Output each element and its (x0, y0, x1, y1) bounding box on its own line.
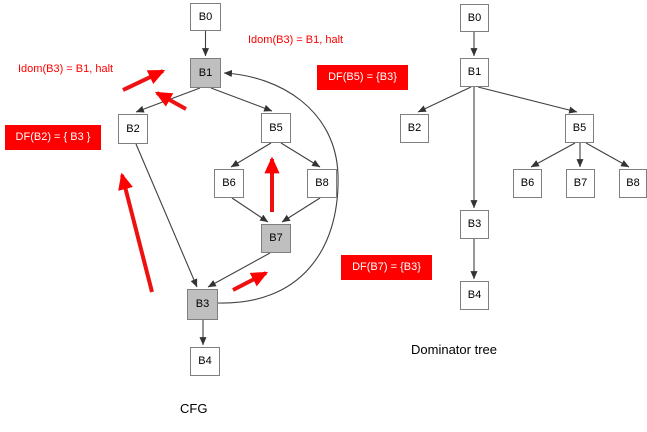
cfg-edge-b1-b5 (210, 87, 273, 112)
cfg-node-b0-label: B0 (198, 10, 213, 23)
domtree-node-b2-label: B2 (407, 122, 422, 134)
cfg-node-b1-label: B1 (198, 66, 213, 79)
cfg-edge-b5-b8 (280, 142, 321, 168)
red-arrow-to-b2-long (118, 172, 154, 293)
cfg-node-b8-label: B8 (315, 177, 329, 189)
domtree-node-b6-label: B6 (520, 177, 535, 189)
cfg-node-b6-label: B6 (222, 177, 236, 189)
red-arrow-to-b3-diagonal (232, 271, 269, 292)
cfg-edge-b8-b7 (281, 197, 321, 223)
domtree-node-b5[interactable]: B5 (565, 114, 594, 143)
domtree-node-b0[interactable]: B0 (460, 4, 489, 32)
cfg-node-b5-label: B5 (269, 121, 283, 134)
caption-dominator-tree: Dominator tree (411, 342, 497, 357)
dt-edge-b5-b8 (585, 142, 630, 168)
cfg-node-b3[interactable]: B3 (187, 289, 218, 320)
domtree-node-b1[interactable]: B1 (460, 58, 489, 87)
annotation-df-b7: DF(B7) = {B3} (341, 255, 432, 280)
cfg-node-b2-label: B2 (126, 122, 140, 135)
caption-cfg: CFG (180, 401, 208, 416)
cfg-node-b5[interactable]: B5 (261, 113, 291, 143)
annotation-idom-left: Idom(B3) = B1, halt (18, 63, 114, 75)
domtree-node-b1-label: B1 (467, 66, 482, 78)
cfg-node-b0[interactable]: B0 (190, 3, 221, 31)
cfg-node-b4[interactable]: B4 (190, 347, 220, 376)
cfg-node-b7[interactable]: B7 (261, 224, 291, 253)
cfg-node-b8[interactable]: B8 (307, 169, 337, 198)
domtree-node-b8[interactable]: B8 (619, 169, 647, 198)
annotation-idom-right: Idom(B3) = B1, halt (248, 34, 344, 46)
cfg-edge-b3-b1-backedge (217, 69, 339, 304)
cfg-node-b7-label: B7 (269, 232, 283, 244)
cfg-node-b6[interactable]: B6 (214, 169, 244, 198)
cfg-edge-b6-b7 (231, 197, 269, 223)
domtree-node-b4-label: B4 (467, 289, 482, 301)
dt-edge-b1-b2 (417, 86, 472, 113)
cfg-node-b1[interactable]: B1 (190, 58, 221, 88)
dt-edge-b5-b6 (530, 142, 576, 168)
domtree-node-b6[interactable]: B6 (513, 169, 542, 198)
domtree-node-b3[interactable]: B3 (460, 210, 489, 239)
red-arrow-to-b1-upper-left (122, 69, 166, 92)
cfg-edge-b5-b6 (230, 142, 272, 168)
domtree-node-b0-label: B0 (467, 11, 482, 24)
annotation-df-b2: DF(B2) = { B3 } (5, 125, 101, 150)
cfg-edge-b2-b3 (135, 143, 198, 288)
domtree-node-b8-label: B8 (626, 177, 640, 189)
cfg-node-b3-label: B3 (195, 298, 210, 310)
dt-edge-b1-b5 (477, 86, 578, 114)
red-arrow-to-b1-from-below (154, 91, 187, 111)
annotation-df-b5: DF(B5) = {B3} (317, 65, 408, 90)
cfg-node-b4-label: B4 (198, 355, 212, 367)
domtree-node-b5-label: B5 (572, 122, 587, 134)
cfg-node-b2[interactable]: B2 (118, 114, 148, 144)
domtree-node-b2[interactable]: B2 (400, 114, 429, 143)
cfg-edge-b7-b3 (207, 252, 271, 288)
domtree-node-b4[interactable]: B4 (460, 281, 489, 310)
domtree-node-b7[interactable]: B7 (566, 169, 595, 198)
domtree-node-b7-label: B7 (573, 177, 588, 189)
domtree-node-b3-label: B3 (467, 218, 482, 230)
